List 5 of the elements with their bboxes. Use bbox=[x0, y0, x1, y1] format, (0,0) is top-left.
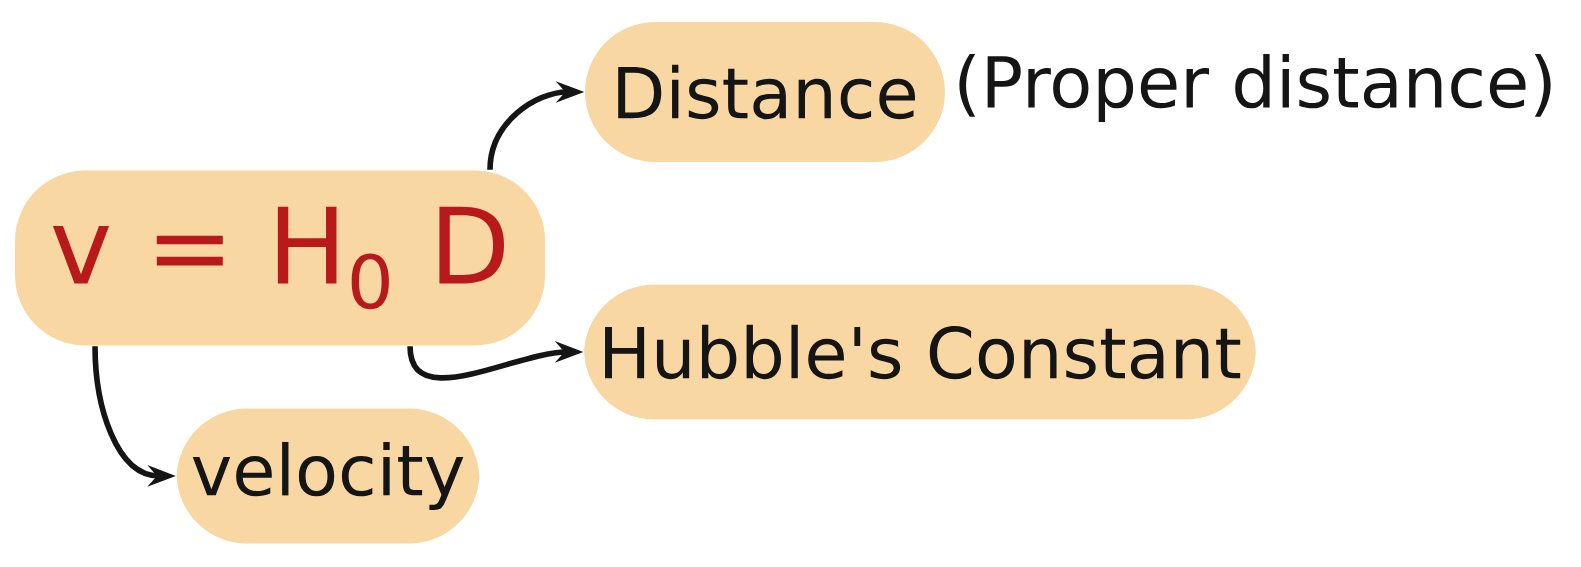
highlighted-term: v = H$_{0}$ D bbox=[15, 170, 545, 346]
highlighted-term: velocity bbox=[176, 408, 480, 544]
highlighted-term: Hubble's Constant bbox=[584, 284, 1256, 420]
note-text: (Proper distance) bbox=[959, 54, 1551, 122]
highlighted-term: Distance bbox=[585, 22, 945, 162]
